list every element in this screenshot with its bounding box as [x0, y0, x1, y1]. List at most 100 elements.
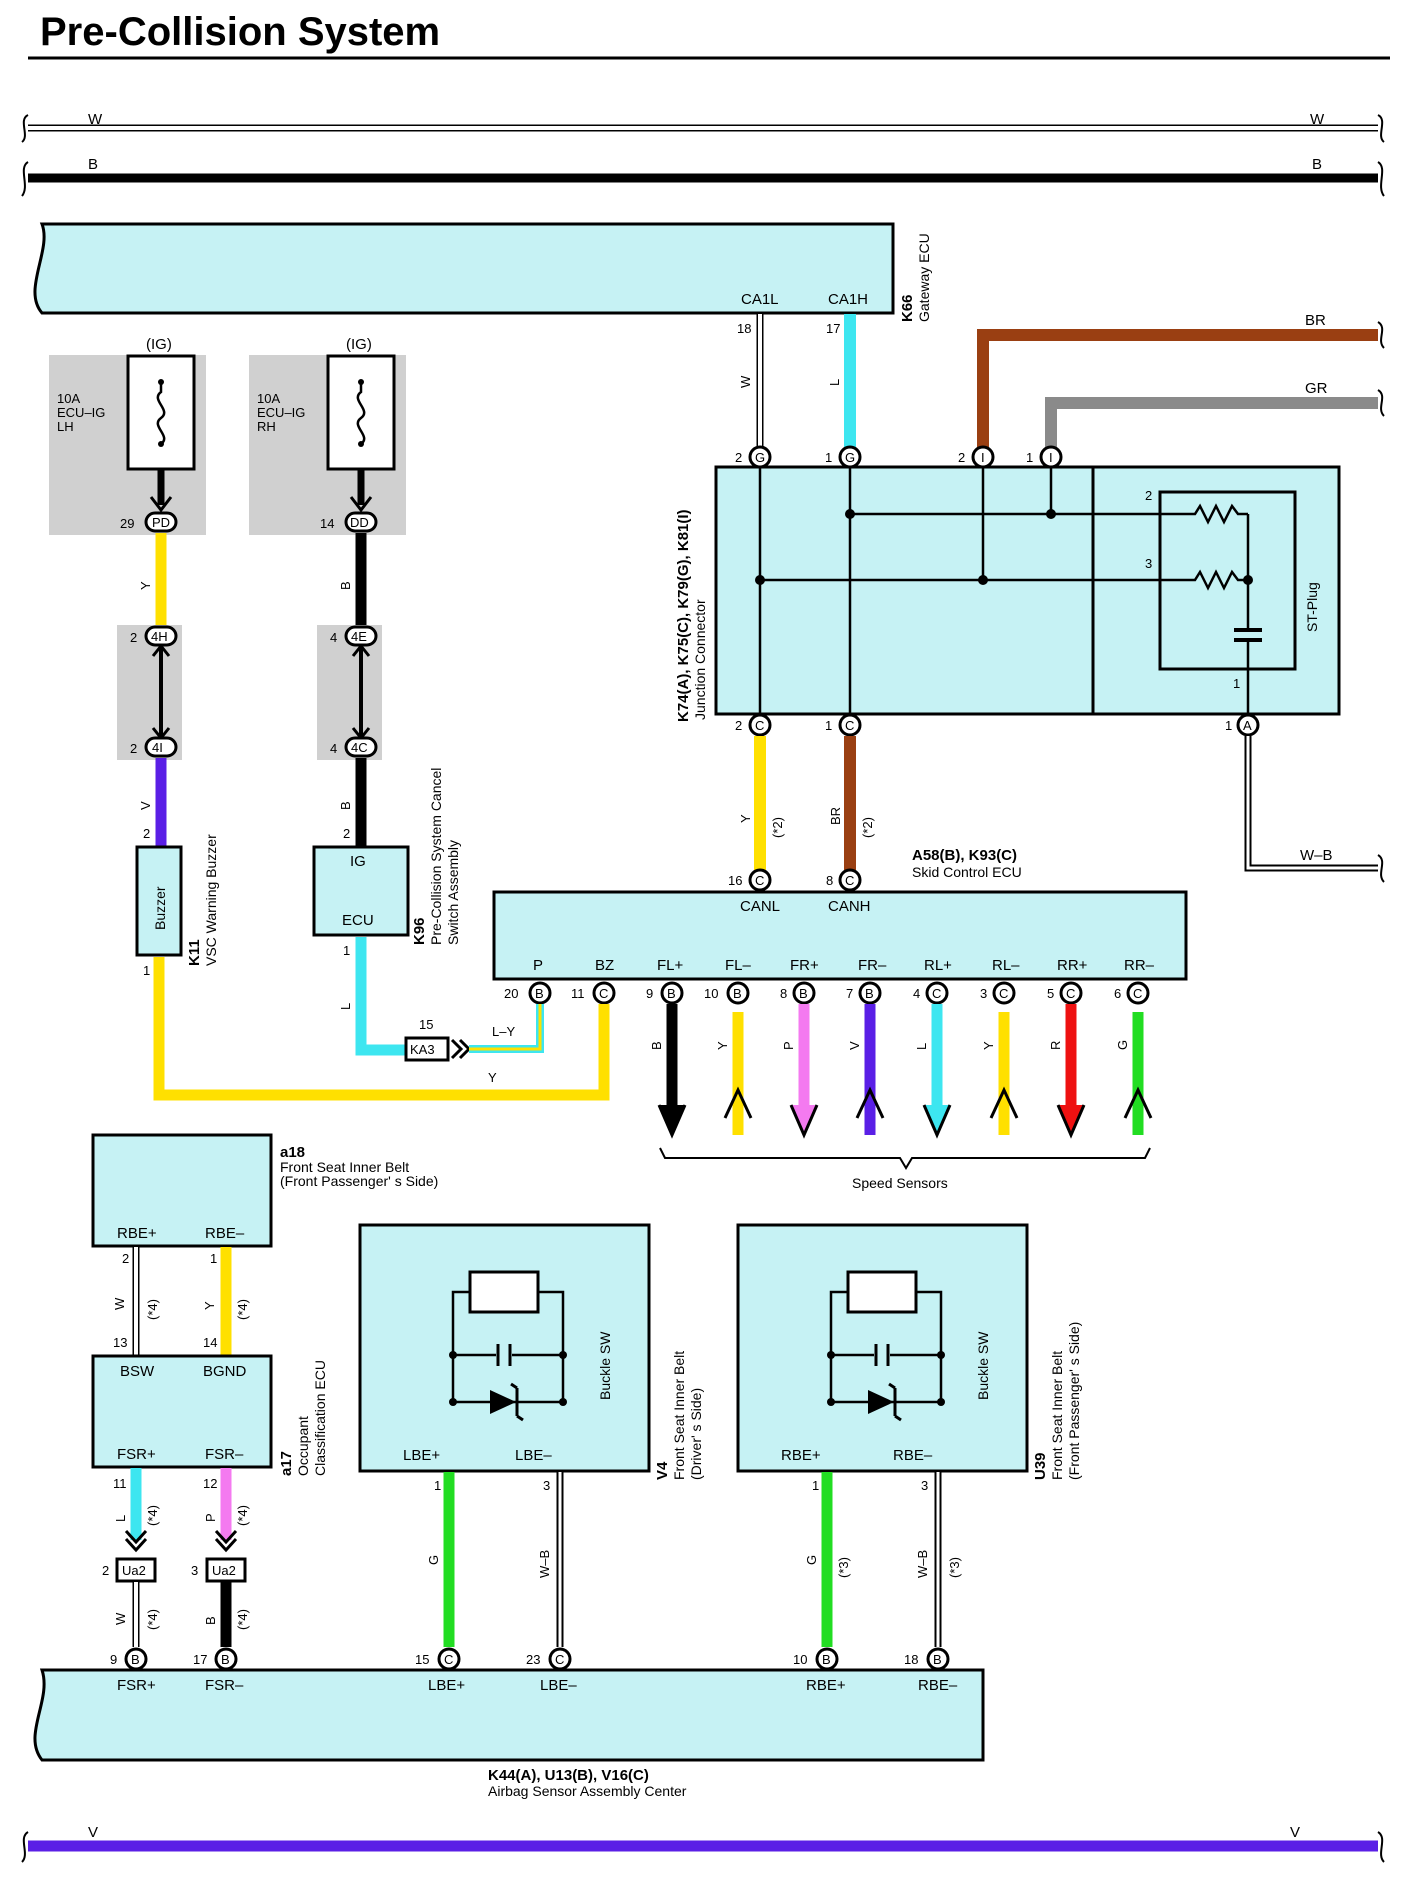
wires-a18-a17: 2 1 W (*4) Y (*4) 13 14 [112, 1247, 250, 1355]
svg-text:17: 17 [193, 1652, 207, 1667]
svg-text:4E: 4E [351, 629, 367, 644]
svg-text:18: 18 [904, 1652, 918, 1667]
skid-name: Skid Control ECU [912, 864, 1022, 880]
svg-text:FSR+: FSR+ [117, 1446, 156, 1463]
svg-text:Switch Assembly: Switch Assembly [445, 840, 461, 945]
wires-a17-ua2: 11 12 L (*4) P (*4) [113, 1468, 250, 1553]
svg-text:4: 4 [330, 630, 337, 645]
svg-text:1: 1 [1225, 718, 1232, 733]
skid-control-ecu: CANL CANH P BZ FL+ FL– FR+ FR– RL+ RL– R… [492, 890, 1188, 981]
svg-text:Y: Y [715, 1041, 730, 1050]
svg-text:BSW: BSW [120, 1363, 155, 1380]
svg-text:RBE–: RBE– [205, 1225, 245, 1242]
svg-text:BGND: BGND [203, 1363, 247, 1380]
svg-text:Front Seat Inner Belt: Front Seat Inner Belt [1049, 1351, 1065, 1480]
svg-text:a18: a18 [280, 1144, 305, 1161]
skid-bottom-pins: 20 B 11 C 9 B 10 B 8 B 7 B 4 C 3 C 5 C 6… [504, 981, 1150, 1005]
svg-text:4: 4 [330, 741, 337, 756]
svg-text:1: 1 [343, 943, 350, 958]
wire-wb-junction: W–B [1244, 736, 1385, 883]
svg-text:L–Y: L–Y [492, 1024, 515, 1039]
svg-text:10A: 10A [57, 391, 80, 406]
svg-text:C: C [999, 986, 1008, 1001]
svg-text:1: 1 [1233, 676, 1240, 691]
svg-text:13: 13 [113, 1335, 127, 1350]
svg-text:2: 2 [343, 826, 350, 841]
svg-text:BZ: BZ [595, 957, 614, 974]
airbag-sensor-center: FSR+ FSR– LBE+ LBE– RBE+ RBE– [33, 1668, 985, 1762]
svg-text:C: C [555, 1652, 564, 1667]
svg-text:V: V [847, 1041, 862, 1050]
svg-text:9: 9 [646, 986, 653, 1001]
svg-text:L: L [914, 1043, 929, 1050]
svg-text:RR–: RR– [1124, 957, 1155, 974]
svg-text:B: B [649, 1041, 664, 1050]
svg-text:1: 1 [812, 1478, 819, 1493]
wires-ua2-airbag: W (*4) B (*4) [113, 1582, 250, 1647]
fuse-block-rh: (IG) 10A ECU–IG RH [249, 336, 406, 535]
gateway-ecu: CA1L CA1H K66 Gateway ECU [33, 222, 932, 322]
svg-text:RBE+: RBE+ [806, 1677, 846, 1694]
svg-text:LBE–: LBE– [515, 1447, 552, 1464]
svg-text:Occupant: Occupant [295, 1416, 311, 1476]
svg-text:2: 2 [122, 1251, 129, 1266]
svg-text:2: 2 [102, 1563, 109, 1578]
svg-text:(*4): (*4) [145, 1505, 160, 1526]
connector-dd: 14 DD [320, 511, 378, 533]
svg-text:2: 2 [735, 718, 742, 733]
wire-label-l-gw: L [827, 379, 842, 386]
svg-text:LBE–: LBE– [540, 1677, 577, 1694]
gateway-ca1h: CA1H [828, 291, 868, 308]
svg-text:(*4): (*4) [235, 1609, 250, 1630]
svg-text:V4: V4 [654, 1461, 671, 1480]
svg-text:Buckle SW: Buckle SW [975, 1331, 991, 1400]
svg-text:Front Seat Inner Belt: Front Seat Inner Belt [671, 1351, 687, 1480]
svg-text:FL–: FL– [725, 957, 752, 974]
svg-text:1: 1 [143, 963, 150, 978]
svg-text:15: 15 [419, 1017, 433, 1032]
svg-text:V: V [88, 1824, 98, 1841]
svg-text:3: 3 [191, 1563, 198, 1578]
airbag-pins: 9 B 17 B 15 C 23 C 10 B 18 B [110, 1647, 950, 1671]
wire-label-gr-top: GR [1305, 380, 1328, 397]
svg-text:FSR+: FSR+ [117, 1677, 156, 1694]
gateway-pin-18: 18 [737, 321, 751, 336]
wires-u39-airbag: 1 3 G (*3) W–B (*3) [804, 1472, 962, 1647]
svg-text:20: 20 [504, 986, 518, 1001]
svg-text:(IG): (IG) [146, 336, 172, 353]
fuse-lh-arrow [149, 496, 173, 513]
u39-belt-passenger: Buckle SW RBE+ RBE– U39 Front Seat Inner… [736, 1223, 1082, 1480]
svg-text:2: 2 [143, 826, 150, 841]
svg-text:RBE+: RBE+ [117, 1225, 157, 1242]
svg-text:1: 1 [210, 1251, 217, 1266]
svg-text:3: 3 [543, 1478, 550, 1493]
svg-text:P: P [781, 1041, 796, 1050]
svg-text:Ua2: Ua2 [122, 1563, 146, 1578]
svg-text:FR+: FR+ [790, 957, 819, 974]
speed-sensors-label: Speed Sensors [852, 1175, 948, 1191]
svg-text:W–B: W–B [915, 1550, 930, 1578]
a18-belt: RBE+ RBE– a18 Front Seat Inner Belt (Fro… [91, 1133, 438, 1248]
svg-text:(*4): (*4) [235, 1299, 250, 1320]
v4-belt-driver: Buckle SW LBE+ LBE– V4 Front Seat Inner … [358, 1223, 704, 1480]
svg-text:(*3): (*3) [836, 1557, 851, 1578]
svg-text:C: C [444, 1652, 453, 1667]
svg-text:G: G [845, 450, 855, 465]
svg-text:PD: PD [152, 515, 170, 530]
svg-text:RBE–: RBE– [918, 1677, 958, 1694]
wire-label-note2-y: (*2) [770, 817, 785, 838]
svg-text:2: 2 [1145, 488, 1152, 503]
svg-text:RL+: RL+ [924, 957, 952, 974]
wire-label-y-bottom: Y [488, 1070, 497, 1085]
joint-4e-4c: 4 4E 4 4C [317, 625, 382, 760]
svg-text:2: 2 [958, 450, 965, 465]
svg-text:15: 15 [415, 1652, 429, 1667]
svg-text:IG: IG [350, 853, 366, 870]
speed-sensor-wires: B Y P V L Y R G [649, 1004, 1153, 1139]
svg-text:KA3: KA3 [410, 1042, 435, 1057]
svg-text:C: C [845, 718, 854, 733]
cancel-switch: 2 IG ECU 1 K96 Pre-Collision System Canc… [312, 768, 461, 958]
svg-text:4C: 4C [351, 740, 368, 755]
gateway-pin-17: 17 [826, 321, 840, 336]
gateway-name: Gateway ECU [916, 233, 932, 322]
